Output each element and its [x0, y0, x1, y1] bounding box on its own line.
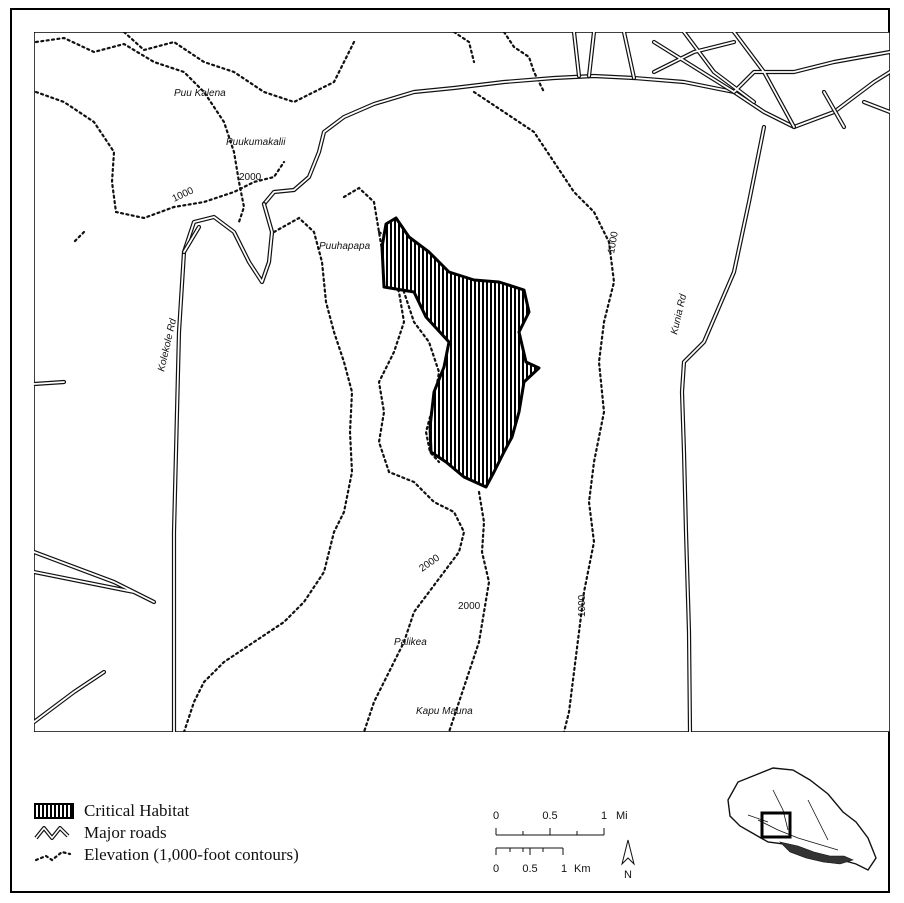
legend-item-critical-habitat: Critical Habitat: [34, 800, 454, 822]
contour-west-low: [72, 230, 86, 244]
scale-km-bar: [495, 847, 564, 855]
road-network: [34, 32, 890, 732]
legend-label-critical-habitat: Critical Habitat: [84, 801, 190, 820]
inset-urban-area: [779, 841, 854, 865]
contour-label-2000-center: 2000: [458, 601, 481, 612]
road-west-stubs: [34, 379, 157, 725]
contour-west-2000: [182, 216, 354, 732]
scale-mi-unit: Mi: [616, 810, 628, 822]
inset-locator-map: [718, 760, 888, 890]
contour-label-2000-nw: 2000: [239, 172, 262, 183]
road-main-east-west: [261, 69, 890, 207]
road-kolekole: [171, 201, 275, 732]
scale-mi-bar: [495, 828, 605, 836]
scale-bar: 0 0.5 1 Mi 0 0.5 1 Km N: [488, 806, 648, 891]
scale-mi-tick-0: 0: [493, 810, 499, 822]
scale-mi-tick-1: 1: [601, 810, 607, 822]
north-label: N: [624, 869, 632, 881]
scale-km-tick-0: 0: [493, 863, 499, 875]
legend-label-major-roads: Major roads: [84, 823, 167, 842]
label-puu-kalena: Puu Kalena: [174, 88, 226, 99]
scale-km-unit: Km: [574, 863, 591, 875]
label-puukumakalii: Puukumakalii: [226, 137, 286, 148]
legend-label-elevation: Elevation (1,000-foot contours): [84, 845, 299, 864]
legend-item-elevation: Elevation (1,000-foot contours): [34, 844, 454, 866]
scale-mi-tick-half: 0.5: [542, 810, 557, 822]
north-arrow-icon: [621, 839, 635, 866]
road-west-loop: [181, 224, 202, 255]
scale-km-tick-half: 0.5: [522, 863, 537, 875]
road-line-icon: [34, 826, 70, 840]
label-palikea: Palikea: [394, 637, 427, 648]
label-kapu-mauna: Kapu Mauna: [416, 706, 473, 717]
contour-east-1000: [472, 90, 616, 732]
scale-km-tick-1: 1: [561, 863, 567, 875]
dotted-line-icon: [34, 850, 72, 862]
road-kunia: [679, 124, 767, 732]
contour-label-1000-ne: 1000: [606, 230, 621, 254]
critical-habitat-polygon: [380, 216, 541, 489]
main-map: Puu Kalena Puukumakalii Puuhapapa Palike…: [34, 32, 890, 732]
contour-ridge-east: [447, 490, 491, 732]
contour-nw-2: [34, 90, 286, 220]
oahu-island-outline: [727, 767, 877, 871]
label-puuhapapa: Puuhapapa: [319, 241, 371, 252]
contour-nw-1: [34, 36, 246, 224]
contour-nw-3: [122, 32, 356, 104]
hatched-polygon-icon: [34, 803, 74, 819]
inset-study-area-box: [760, 811, 792, 839]
legend-item-major-roads: Major roads: [34, 822, 454, 844]
road-north-grid: [571, 32, 890, 130]
contour-label-1000-se: 1000: [577, 594, 588, 617]
legend: Critical Habitat Major roads Elevation (…: [34, 800, 454, 866]
inset-roads: [747, 789, 839, 851]
